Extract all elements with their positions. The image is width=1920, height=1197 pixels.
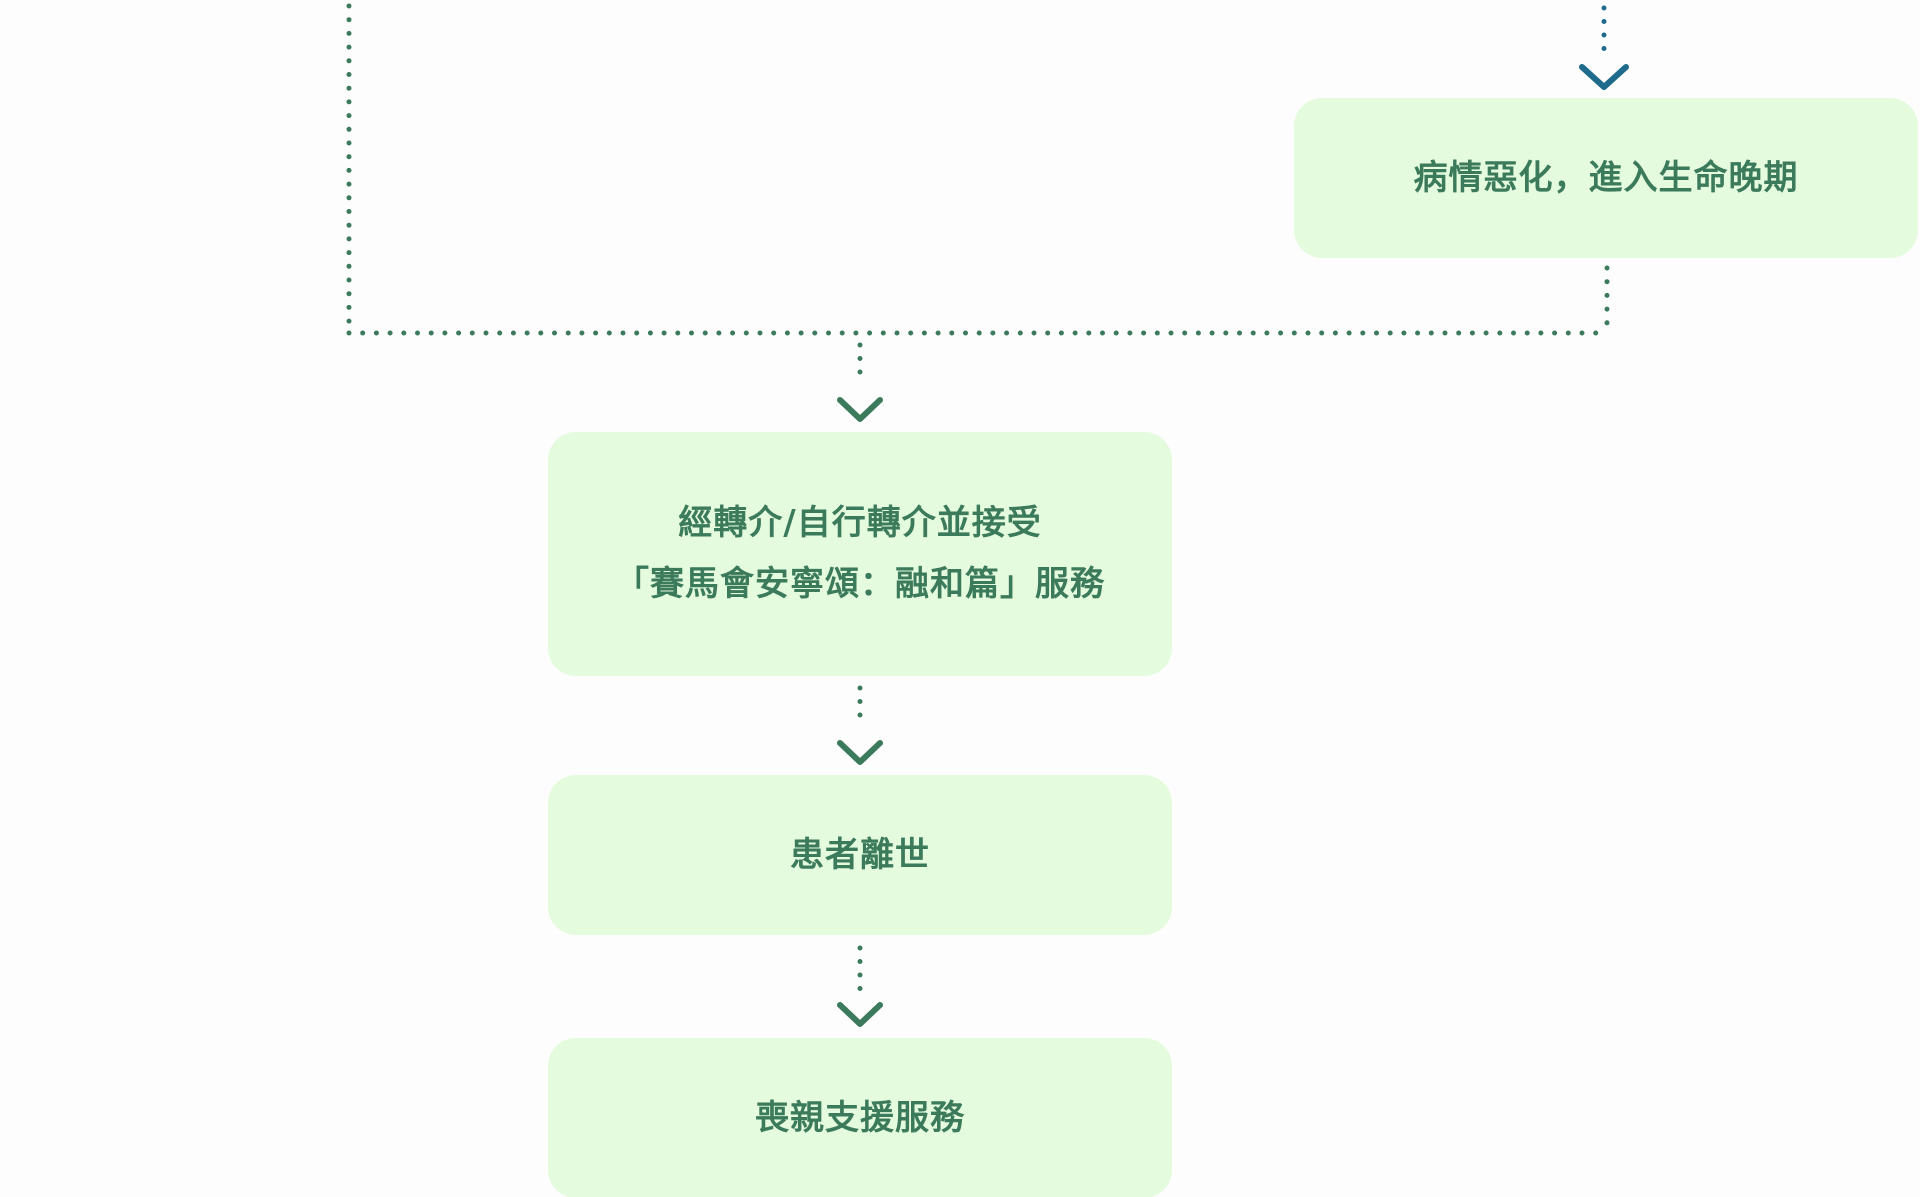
chevron-down-icon: [837, 1002, 883, 1027]
referral-label-line1: 經轉介/自行轉介並接受: [678, 503, 1042, 543]
referral-label-line2: 「賽馬會安寧頌：融和篇」服務: [615, 564, 1105, 604]
referral-box: 經轉介/自行轉介並接受 「賽馬會安寧頌：融和篇」服務: [548, 432, 1172, 676]
referral-text: 經轉介/自行轉介並接受 「賽馬會安寧頌：融和篇」服務: [615, 493, 1105, 615]
bereavement-support-box: 喪親支援服務: [548, 1038, 1172, 1197]
bereavement-support-label: 喪親支援服務: [755, 1097, 965, 1138]
patient-death-label: 患者離世: [790, 834, 930, 875]
chevron-down-icon: [837, 397, 883, 422]
chevron-down-icon: [837, 740, 883, 765]
late-stage-label: 病情惡化，進入生命晚期: [1413, 157, 1799, 198]
patient-death-box: 患者離世: [548, 775, 1172, 935]
late-stage-box: 病情惡化，進入生命晚期: [1294, 98, 1918, 258]
chevron-down-icon: [1579, 64, 1629, 90]
